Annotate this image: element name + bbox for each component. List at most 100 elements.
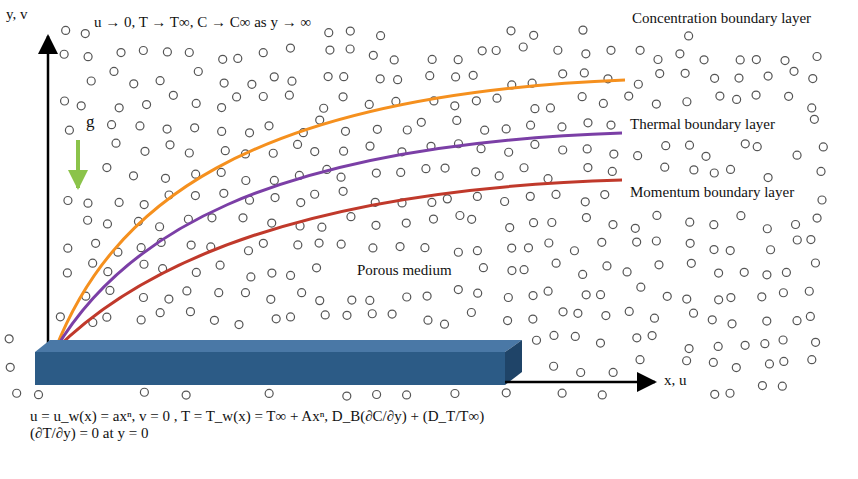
- particle: [761, 340, 769, 348]
- concentration-curve: [55, 80, 625, 350]
- particle: [810, 115, 818, 123]
- particle: [343, 311, 351, 319]
- particle: [185, 149, 193, 157]
- particle: [84, 53, 92, 61]
- particle: [584, 164, 592, 172]
- particle: [456, 212, 464, 220]
- particle: [763, 317, 771, 325]
- particle: [474, 289, 482, 297]
- particle: [137, 244, 145, 252]
- particle: [294, 241, 302, 249]
- porous-particles: [5, 26, 827, 400]
- particle: [318, 223, 326, 231]
- particle: [764, 174, 772, 182]
- particle: [64, 196, 72, 204]
- particle: [183, 287, 191, 295]
- particle: [478, 47, 486, 55]
- particle: [187, 241, 195, 249]
- particle: [508, 244, 516, 252]
- particle: [472, 168, 480, 176]
- particle: [779, 336, 787, 344]
- particle: [552, 190, 560, 198]
- particle: [221, 147, 229, 155]
- particle: [685, 345, 693, 353]
- particle: [452, 73, 460, 81]
- particle: [702, 152, 710, 160]
- particle: [767, 246, 775, 254]
- particle: [805, 287, 813, 295]
- momentum-curve: [55, 180, 622, 350]
- particle: [244, 247, 252, 255]
- particle: [403, 293, 411, 301]
- particle: [337, 173, 345, 181]
- particle: [454, 56, 462, 64]
- particle: [451, 102, 459, 110]
- particle: [633, 334, 641, 342]
- particle: [467, 309, 475, 317]
- particle: [426, 72, 434, 80]
- particle: [115, 198, 123, 206]
- particle: [313, 264, 321, 272]
- particle: [735, 74, 743, 82]
- particle: [473, 247, 481, 255]
- particle: [89, 259, 97, 267]
- particle: [242, 177, 250, 185]
- particle: [403, 126, 411, 134]
- curve-label: Momentum boundary layer: [628, 184, 796, 201]
- particle: [533, 336, 541, 344]
- particle: [339, 93, 347, 101]
- particle: [530, 31, 538, 39]
- particle: [246, 129, 254, 137]
- particle: [270, 73, 278, 81]
- particle: [687, 259, 695, 267]
- particle: [710, 221, 718, 229]
- particle: [428, 55, 436, 63]
- particle: [477, 145, 485, 153]
- particle: [422, 165, 430, 173]
- particle: [598, 391, 606, 399]
- particle: [817, 167, 825, 175]
- particle: [402, 219, 410, 227]
- particle: [545, 239, 553, 247]
- particle: [192, 268, 200, 276]
- particle: [683, 295, 691, 303]
- particle: [505, 148, 513, 156]
- particle: [65, 126, 73, 134]
- particle: [5, 335, 13, 343]
- particle: [77, 102, 85, 110]
- particle: [346, 27, 354, 35]
- particle: [765, 360, 773, 368]
- thermal-curve: [55, 133, 622, 350]
- particle: [504, 293, 512, 301]
- particle: [166, 141, 174, 149]
- particle: [711, 390, 719, 398]
- particle: [218, 104, 226, 112]
- particle: [129, 172, 137, 180]
- particle: [287, 313, 295, 321]
- particle: [376, 75, 384, 83]
- particle: [609, 368, 617, 376]
- particle: [81, 30, 89, 38]
- particle: [779, 289, 787, 297]
- particle: [219, 55, 227, 63]
- particle: [141, 147, 149, 155]
- particle: [813, 214, 821, 222]
- particle: [324, 73, 332, 81]
- particle: [662, 142, 670, 150]
- particle: [454, 248, 462, 256]
- particle: [559, 146, 567, 154]
- particle: [60, 50, 68, 58]
- particle: [297, 199, 305, 207]
- particle: [809, 75, 817, 83]
- particle: [215, 289, 223, 297]
- particle: [481, 126, 489, 134]
- particle: [163, 125, 171, 133]
- particle: [169, 91, 177, 99]
- particle: [239, 214, 247, 222]
- particle: [287, 271, 295, 279]
- particle: [443, 195, 451, 203]
- particle: [609, 221, 617, 229]
- particle: [625, 307, 633, 315]
- particle: [271, 194, 279, 202]
- particle: [715, 269, 723, 277]
